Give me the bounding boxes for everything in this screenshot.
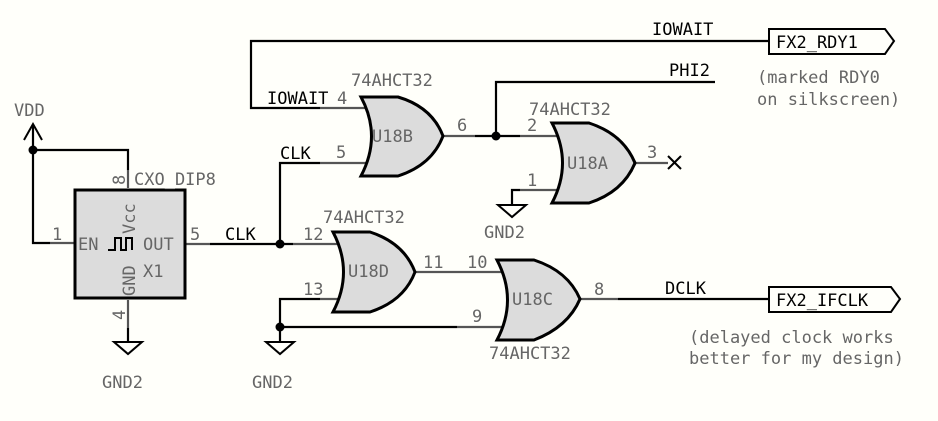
gate-ref: U18B (372, 127, 413, 147)
pin-stubs (50, 106, 668, 329)
pin-number: 1 (527, 171, 537, 191)
gate-ref: U18A (567, 154, 608, 174)
oscillator-x1[interactable]: 1 EN OUT 5 X1 CXO_DIP8 8 Vcc GND 4 (52, 170, 216, 320)
port-fx2-ifclk[interactable]: FX2_IFCLK (768, 286, 902, 313)
port-note: on silkscreen) (757, 90, 900, 110)
port-note: better for my design) (689, 349, 904, 369)
port-label: FX2_IFCLK (776, 291, 869, 311)
gnd-label: GND2 (102, 373, 143, 393)
gate-value: 74AHCT32 (529, 100, 611, 120)
ground-icon (495, 204, 529, 219)
net-label-clk: CLK (280, 144, 311, 164)
pin-number: 4 (337, 89, 347, 109)
pin-number: 4 (110, 310, 130, 320)
pin-number: 13 (303, 280, 323, 300)
wire-iowait (249, 39, 768, 110)
ground-icon (263, 341, 297, 356)
pin-number: 12 (303, 225, 323, 245)
net-label-phi2: PHI2 (669, 61, 710, 81)
vdd-power-symbol: VDD (14, 101, 45, 150)
pin-number: 9 (472, 307, 482, 327)
port-note: (marked RDY0 (757, 68, 880, 88)
net-label-dclk: DCLK (665, 279, 707, 299)
pin-number: 8 (594, 280, 604, 300)
gnd-label: GND2 (252, 373, 293, 393)
gate-ref: U18D (348, 262, 389, 282)
wire-vdd-vcc (33, 148, 130, 170)
pin-name-out: OUT (143, 235, 174, 255)
x1-value: CXO_DIP8 (134, 170, 216, 190)
port-label: FX2_RDY1 (776, 33, 858, 53)
pin-number: 5 (336, 143, 346, 163)
gate-ref: U18C (512, 290, 553, 310)
pin-name-en: EN (78, 235, 98, 255)
square-wave-icon (108, 237, 133, 251)
no-connect-icon (667, 155, 682, 170)
gate-u18d[interactable]: U18D 74AHCT32 12 13 11 (303, 208, 443, 314)
net-label-iowait: IOWAIT (652, 20, 713, 40)
gnd-symbol-u18d: GND2 (252, 341, 297, 393)
wire-u18d-13 (278, 297, 320, 342)
net-label-iowait: IOWAIT (267, 89, 328, 109)
gate-u18b[interactable]: U18B 74AHCT32 4 5 6 (336, 71, 467, 178)
port-note: (delayed clock works (689, 328, 894, 348)
wire-phi2 (494, 80, 715, 136)
pin-number: 1 (52, 225, 62, 245)
pin-number: 11 (423, 253, 443, 273)
pin-number: 10 (467, 253, 487, 273)
port-fx2-rdy1[interactable]: FX2_RDY1 (768, 28, 896, 55)
gnd-symbol-x1: GND2 (102, 341, 145, 393)
gate-value: 74AHCT32 (351, 71, 433, 91)
ground-icon (111, 341, 145, 356)
gnd-label: GND2 (484, 223, 525, 243)
gate-u18a[interactable]: U18A 74AHCT32 2 1 3 (527, 100, 682, 205)
junction-gnd (275, 322, 285, 332)
wire-u18a-gnd (510, 188, 520, 205)
gnd-symbol-u18a: GND2 (484, 204, 529, 243)
vdd-label: VDD (14, 101, 45, 121)
junction-u18b-out (491, 131, 501, 141)
wire-vdd (31, 128, 50, 245)
x1-ref: X1 (143, 262, 163, 282)
gate-value: 74AHCT32 (323, 208, 405, 228)
pin-number: 2 (527, 116, 537, 136)
pin-number: 8 (110, 175, 130, 185)
junction-clk (275, 239, 285, 249)
wire-clk-up (278, 161, 320, 244)
pin-number: 5 (190, 225, 200, 245)
net-label-clk: CLK (225, 225, 256, 245)
pin-name-vcc: Vcc (120, 203, 140, 234)
pin-name-gnd: GND (120, 265, 140, 296)
gate-value: 74AHCT32 (489, 344, 571, 364)
gate-u18c[interactable]: U18C 74AHCT32 10 9 8 (467, 253, 604, 364)
pin-number: 3 (647, 143, 657, 163)
pin-number: 6 (457, 116, 467, 136)
